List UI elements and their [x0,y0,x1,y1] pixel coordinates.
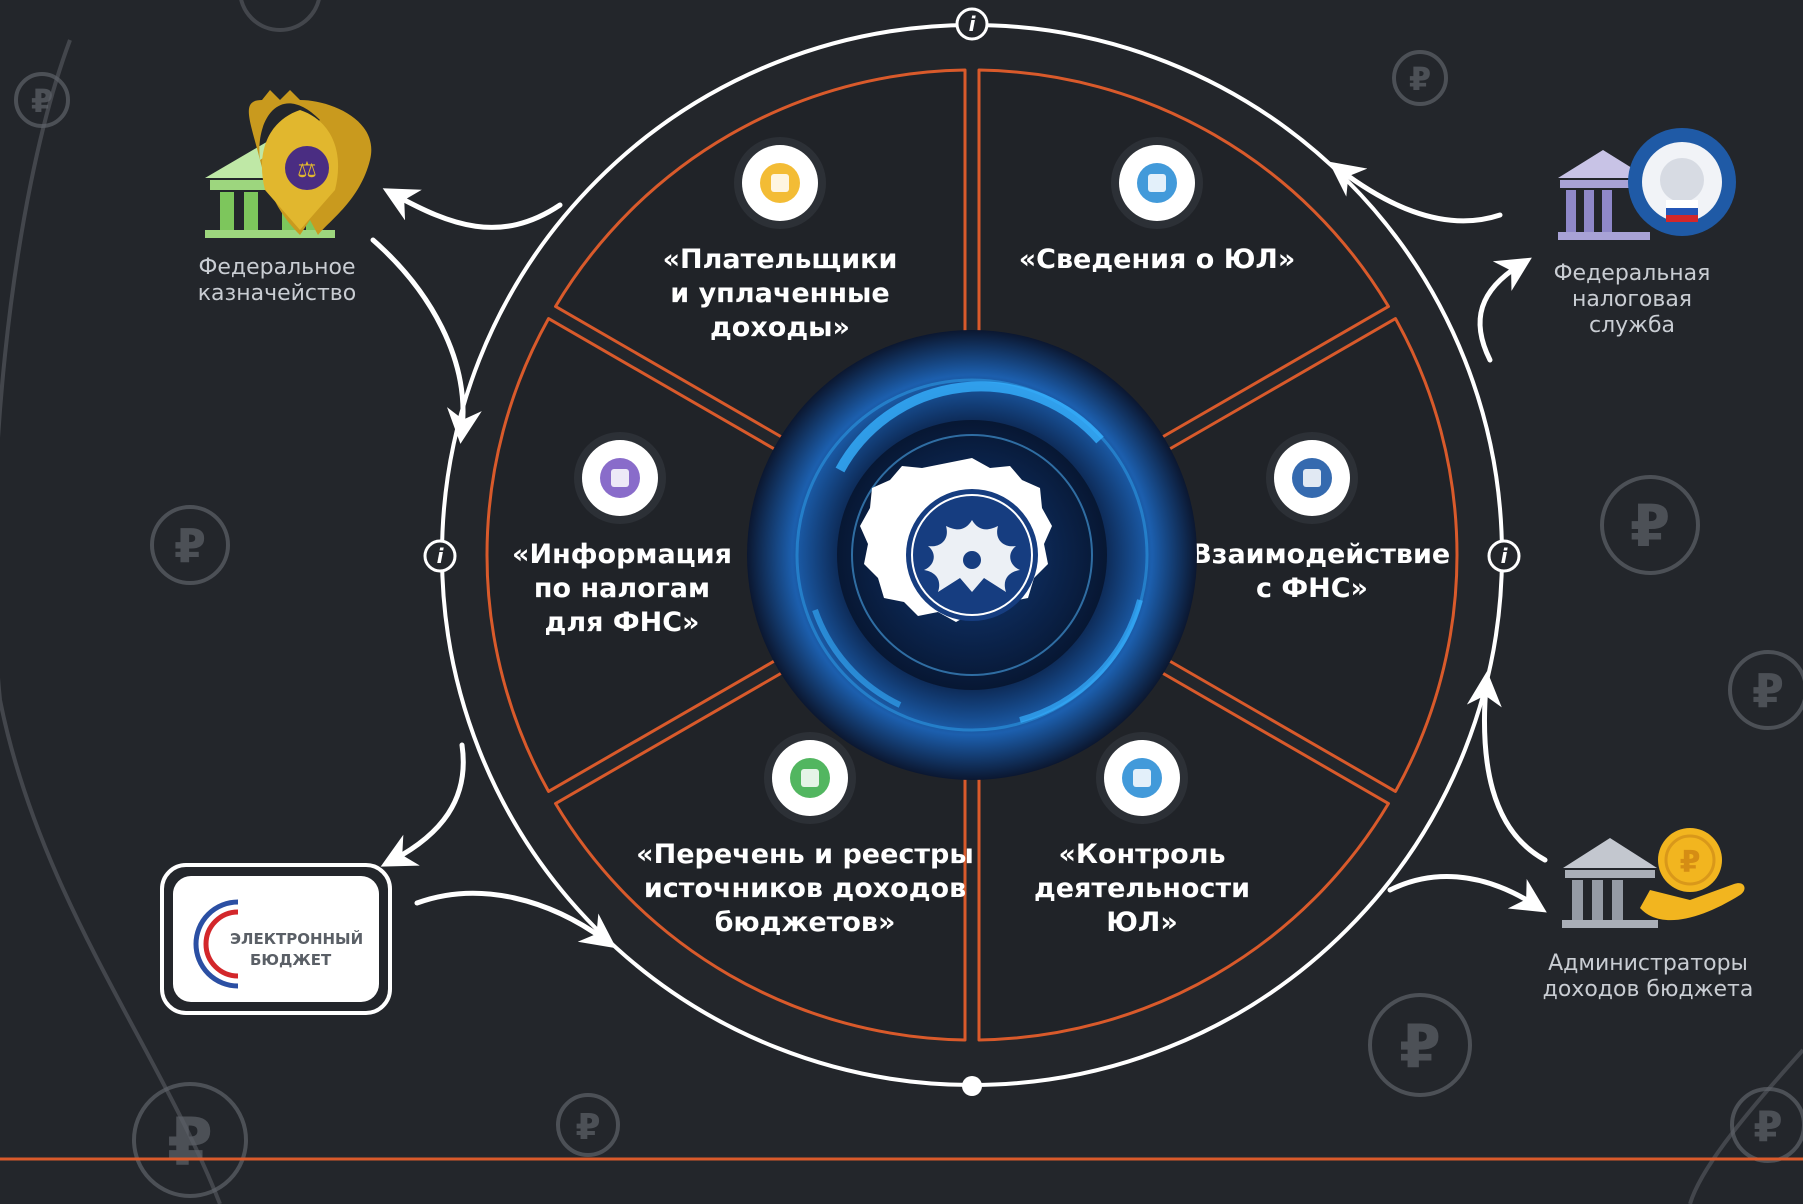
entity-label-line: казначейство [198,281,357,306]
svg-text:i: i [437,544,445,568]
entity-label-line: налоговая [1572,287,1692,312]
svg-text:i: i [1501,544,1509,568]
ruble-watermark-icon: ₽ [1730,1087,1803,1163]
svg-text:₽: ₽ [1630,492,1670,560]
ebudget-subtitle: БЮДЖЕТ [250,951,332,969]
electronic-budget-logo: ЭЛЕКТРОННЫЙ БЮДЖЕТ [193,899,363,989]
ruble-watermark-icon: ₽ [132,1082,248,1198]
info-icon[interactable]: i [423,539,457,573]
info-icon[interactable]: i [955,7,989,41]
fns-emblem-gear-icon [1266,432,1358,524]
documents-folder-icon [1111,137,1203,229]
fns-building-seal-icon [1558,128,1736,240]
segment-label-line: «Информация [512,539,732,570]
tax-report-chart-icon [574,432,666,524]
svg-text:i: i [969,12,977,36]
segment-label-line: для ФНС» [545,607,700,638]
svg-text:₽: ₽ [1399,1012,1441,1082]
entity-label-line: Федеральное [198,255,355,280]
ruble-watermark-icon: ₽ [150,505,230,585]
bank-hand-coin-icon: ₽ [1562,828,1745,928]
bank-of-russia-emblem-icon [860,458,1052,622]
svg-text:₽: ₽ [167,1104,213,1181]
segment-label-line: «Сведения о ЮЛ» [1019,244,1296,275]
entity-ebudget[interactable]: ЭЛЕКТРОННЫЙ БЮДЖЕТ [160,863,392,1015]
ring-dot [962,1076,982,1096]
svg-text:₽: ₽ [1680,845,1701,880]
entity-fns[interactable]: Федеральная налоговая служба [1554,128,1736,338]
svg-text:₽: ₽ [1753,1102,1782,1151]
inspector-magnifier-icon [1096,732,1188,824]
flow-arrows [370,161,1548,949]
segment-label-line: бюджетов» [715,907,896,938]
segment-label-line: ЮЛ» [1106,907,1178,938]
entity-label-line: Федеральная [1554,261,1711,286]
entity-label-line: служба [1589,313,1675,338]
ebudget-title: ЭЛЕКТРОННЫЙ [230,929,363,948]
ruble-watermark-icon: ₽ [14,72,70,128]
segment-label-line: с ФНС» [1256,573,1368,604]
segment-label-line: источников доходов [644,873,966,904]
svg-text:₽: ₽ [31,82,53,120]
svg-text:₽: ₽ [1752,664,1784,718]
segment-label-line: «Перечень и реестры [636,839,974,870]
ruble-watermark-icon: ₽ [1728,650,1803,730]
ruble-watermarks: ₽ ₽ ₽ ₽ ₽ ₽ ₽ ₽ ₽ [14,50,1803,1198]
ruble-banknote-icon [764,732,856,824]
entity-admins[interactable]: ₽ Администраторы доходов бюджета [1543,828,1754,1002]
info-icon[interactable]: i [1487,539,1521,573]
segment-label-line: «Взаимодействие [1174,539,1450,570]
segment-label-line: доходы» [710,312,850,343]
treasury-eagle-building-icon: ⚖ [205,90,372,238]
svg-text:₽: ₽ [1409,60,1431,98]
segment-label-line: и уплаченные [670,278,889,309]
entity-label-line: доходов бюджета [1543,977,1754,1002]
segment-label-line: деятельности [1034,873,1250,904]
segment-label-line: «Плательщики [663,244,898,275]
entity-treasury[interactable]: ⚖ Федеральное казначейство [198,90,372,306]
ruble-watermark-icon: ₽ [1368,993,1472,1097]
ruble-watermark-icon: ₽ [556,1093,620,1157]
svg-text:⚖: ⚖ [297,158,317,183]
svg-text:₽: ₽ [174,519,206,573]
entity-label-line: Администраторы [1548,951,1748,976]
segment-label-line: «Контроль [1058,839,1225,870]
ruble-watermark-icon: ₽ [1392,50,1448,106]
svg-text:₽: ₽ [575,1107,600,1148]
segment-label-line: по налогам [534,573,710,604]
payer-coin-icon [734,137,826,229]
ruble-watermark-icon: ₽ [1600,475,1700,575]
